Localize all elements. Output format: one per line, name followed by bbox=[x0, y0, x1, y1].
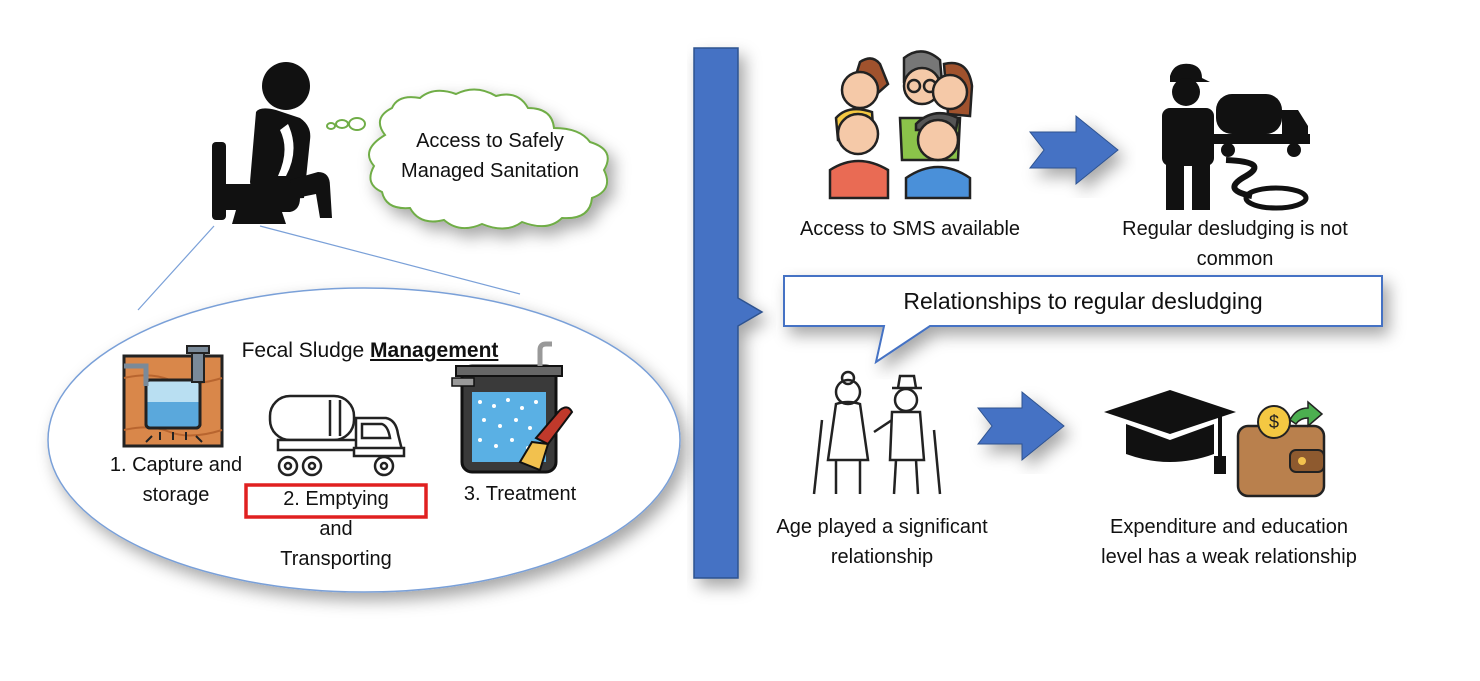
people-group-icon bbox=[828, 50, 974, 200]
highlight-box bbox=[244, 483, 428, 519]
banner-text: Relationships to regular desludging bbox=[903, 288, 1263, 314]
step-transporting-label: and Transporting bbox=[280, 518, 392, 570]
thought-dots bbox=[326, 117, 366, 131]
label-access-sms: Access to SMS available bbox=[799, 218, 1021, 240]
svg-text:$: $ bbox=[1269, 412, 1279, 432]
label-expenditure: Expenditure and education level has a we… bbox=[1101, 516, 1357, 568]
fsm-title-prefix: Fecal Sludge bbox=[241, 339, 371, 362]
thought-bubble-text: Access to Safely Managed Sanitation bbox=[401, 130, 579, 182]
arrow-right-top bbox=[1028, 114, 1119, 186]
septic-tank-icon bbox=[122, 345, 224, 448]
desludging-worker-truck-icon bbox=[1162, 63, 1310, 211]
fsm-title: Fecal Sludge Management bbox=[180, 306, 560, 366]
step-capture-label: 1. Capture and storage bbox=[109, 454, 243, 506]
step-treatment-label: 3. Treatment bbox=[463, 483, 577, 505]
treatment-tank-icon bbox=[451, 341, 574, 474]
person-toilet-icon bbox=[212, 62, 332, 224]
arrow-right-bottom bbox=[976, 390, 1065, 462]
thought-cloud bbox=[367, 88, 609, 230]
graduation-cap-wallet-icon: $ bbox=[1104, 390, 1326, 498]
step-emptying-label: 2. Emptying bbox=[283, 488, 389, 510]
label-age: Age played a significant relationship bbox=[776, 516, 988, 568]
banner-callout bbox=[783, 275, 1383, 365]
label-regular-desludging: Regular desludging is not common bbox=[1122, 218, 1348, 270]
zoom-line-left bbox=[137, 225, 215, 311]
tanker-truck-icon bbox=[268, 394, 406, 477]
fsm-title-emphasis: Management bbox=[370, 339, 499, 362]
divider-arrow bbox=[693, 47, 764, 579]
elderly-couple-icon bbox=[812, 370, 942, 495]
zoom-line-right bbox=[259, 225, 521, 295]
